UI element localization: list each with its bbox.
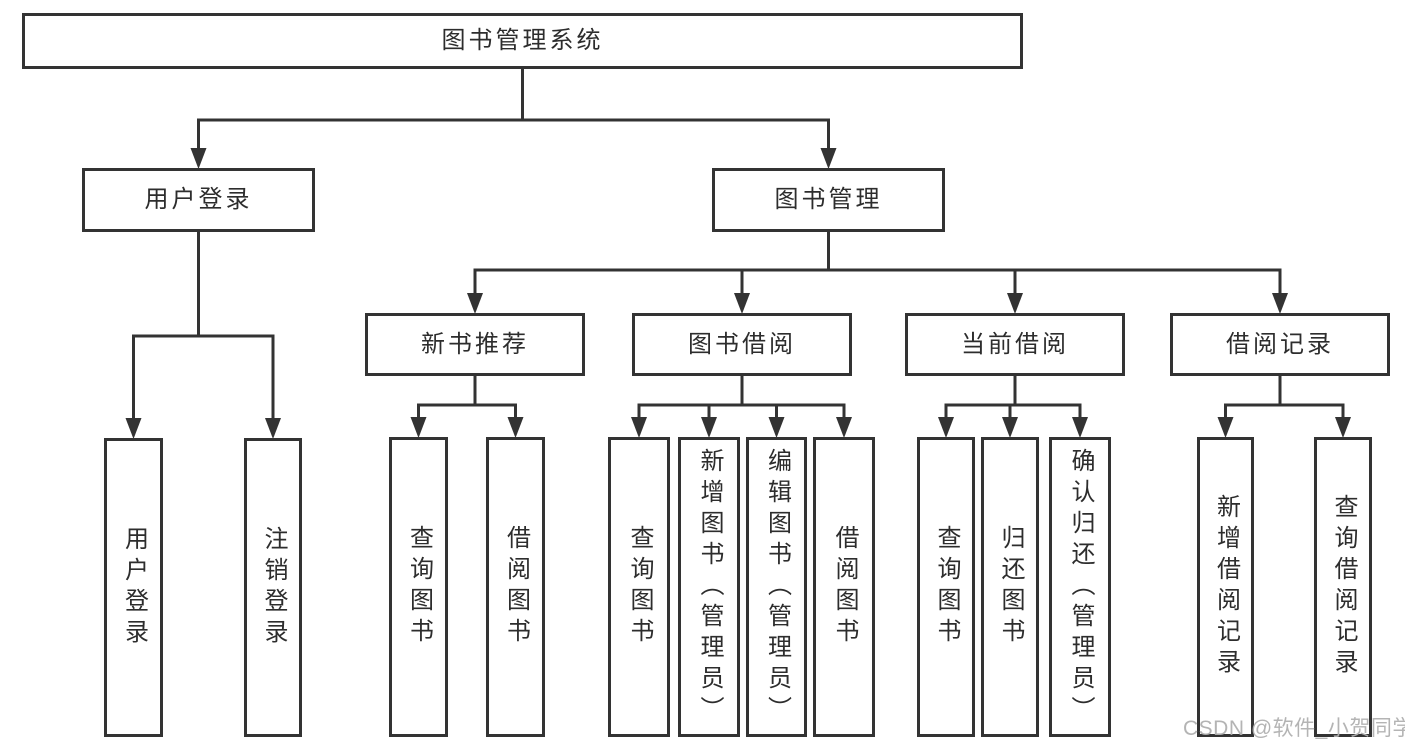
node-borrowing-edit-books-admin: 编辑图书（管理员）	[746, 437, 807, 737]
node-borrowing-records-label: 借阅记录	[1226, 330, 1334, 358]
arrowhead-icon	[1217, 417, 1234, 438]
node-records-add-record: 新增借阅记录	[1197, 437, 1254, 737]
node-book-borrowing: 图书借阅	[632, 313, 852, 376]
node-records-query-record-label: 查询借阅记录	[1330, 494, 1357, 680]
node-current-return-books: 归还图书	[981, 437, 1039, 737]
arrowhead-icon	[701, 417, 717, 438]
node-current-borrowing: 当前借阅	[905, 313, 1125, 376]
node-borrowing-add-books-admin-label: 新增图书（管理员）	[696, 447, 723, 727]
node-new-book-recommendation-label: 新书推荐	[421, 330, 529, 358]
node-borrowing-records: 借阅记录	[1170, 313, 1390, 376]
arrowhead-icon	[820, 148, 837, 169]
arrowhead-icon	[734, 293, 750, 314]
arrowhead-icon	[631, 417, 647, 438]
arrowhead-icon	[938, 417, 954, 438]
arrowhead-icon	[467, 293, 483, 314]
node-user-login-leaf-label: 用户登录	[120, 525, 148, 650]
node-current-query-books-label: 查询图书	[933, 525, 960, 649]
arrowhead-icon	[1272, 293, 1288, 314]
node-logout-leaf-label: 注销登录	[260, 525, 287, 650]
arrowhead-icon	[265, 418, 281, 439]
arrowhead-icon	[125, 418, 142, 439]
node-borrowing-query-books-label: 查询图书	[626, 525, 653, 649]
node-current-query-books: 查询图书	[917, 437, 975, 737]
node-recommend-borrow-books-label: 借阅图书	[502, 525, 530, 649]
arrowhead-icon	[768, 417, 785, 438]
node-user-login: 用户登录	[82, 168, 315, 232]
node-records-add-record-label: 新增借阅记录	[1212, 494, 1240, 680]
node-logout-leaf: 注销登录	[244, 438, 302, 737]
arrowhead-icon	[410, 417, 427, 438]
node-user-login-label: 用户登录	[144, 186, 253, 213]
arrowhead-icon	[190, 148, 207, 169]
node-borrowing-borrow-books: 借阅图书	[813, 437, 875, 737]
arrowhead-icon	[1335, 417, 1351, 438]
node-recommend-borrow-books: 借阅图书	[486, 437, 545, 737]
node-current-return-books-label: 归还图书	[997, 525, 1024, 649]
watermark-text: CSDN @软件_小贺同学	[1183, 717, 1405, 740]
node-book-borrowing-label: 图书借阅	[688, 330, 796, 358]
node-recommend-query-books-label: 查询图书	[405, 525, 433, 649]
node-current-confirm-return-admin-label: 确认归还（管理员）	[1067, 447, 1094, 727]
node-borrowing-edit-books-admin-label: 编辑图书（管理员）	[763, 447, 791, 727]
node-current-confirm-return-admin: 确认归还（管理员）	[1049, 437, 1111, 737]
arrowhead-icon	[1002, 417, 1018, 438]
node-recommend-query-books: 查询图书	[389, 437, 448, 737]
node-borrowing-borrow-books-label: 借阅图书	[831, 525, 858, 649]
arrowhead-icon	[836, 417, 852, 438]
node-current-borrowing-label: 当前借阅	[961, 330, 1069, 358]
node-new-book-recommendation: 新书推荐	[365, 313, 585, 376]
arrowhead-icon	[507, 417, 524, 438]
arrowhead-icon	[1007, 293, 1023, 314]
node-book-management-label: 图书管理	[774, 186, 883, 213]
node-borrowing-add-books-admin: 新增图书（管理员）	[678, 437, 740, 737]
node-library-management-system-label: 图书管理系统	[441, 27, 604, 54]
node-records-query-record: 查询借阅记录	[1314, 437, 1372, 737]
node-borrowing-query-books: 查询图书	[608, 437, 670, 737]
node-library-management-system: 图书管理系统	[22, 13, 1023, 69]
node-book-management: 图书管理	[712, 168, 945, 232]
arrowhead-icon	[1072, 417, 1088, 438]
node-user-login-leaf: 用户登录	[104, 438, 163, 737]
